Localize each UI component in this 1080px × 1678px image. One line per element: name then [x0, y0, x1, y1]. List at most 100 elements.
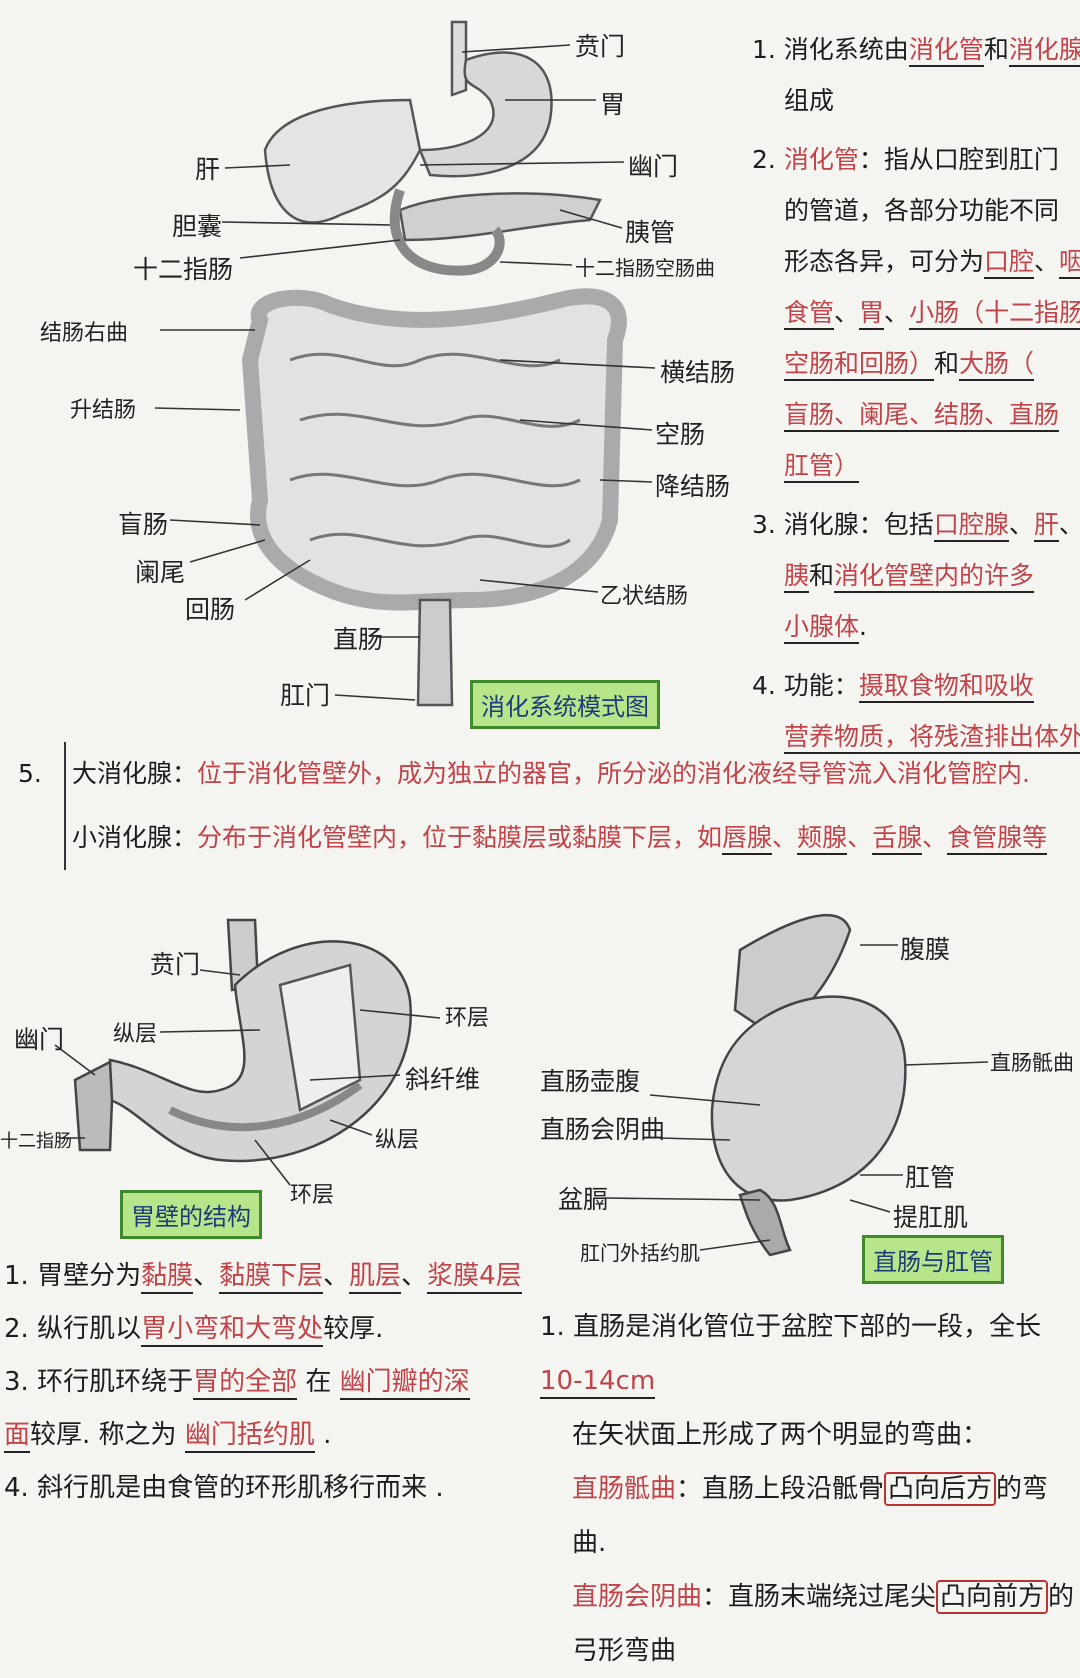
- note-text: 的管道，各部分功能不同: [784, 196, 1060, 225]
- note-text: 在矢状面上形成了两个明显的弯曲：: [572, 1420, 989, 1450]
- rectum-note-line: 1. 直肠是消化管位于盆腔下部的一段，全长 10-14cm: [540, 1300, 1080, 1408]
- rectum-note-line: 在矢状面上形成了两个明显的弯曲：: [540, 1408, 1080, 1462]
- duodenum-tube-shape: [73, 1060, 114, 1152]
- stomach-note-line: 面较厚. 称之为 幽门括约肌 .: [4, 1409, 522, 1462]
- label-descending-colon: 降结肠: [655, 472, 731, 501]
- highlighted-text: 胃的全部: [193, 1367, 298, 1400]
- label-circular-right: 环层: [445, 1006, 490, 1031]
- note-line: 3. 消化腺：包括口腔腺、肝、: [752, 499, 1080, 550]
- label-cardia: 贲门: [575, 32, 626, 61]
- note-item-2: 2. 消化管：指从口腔到肛门的管道，各部分功能不同形态各异，可分为口腔、咽食管、…: [752, 134, 1080, 491]
- stomach-diagram-caption: 胃壁的结构: [120, 1190, 262, 1239]
- note-text: 1. 胃壁分为: [4, 1261, 142, 1291]
- label-anal-canal: 肛管: [905, 1163, 956, 1192]
- note-line: 1. 消化系统由消化管和消化腺: [752, 24, 1080, 75]
- note-line: 2. 消化管：指从口腔到肛门: [752, 134, 1080, 185]
- rectum-shape: [416, 598, 454, 707]
- label-ileum: 回肠: [185, 595, 236, 624]
- rectum-notes: 1. 直肠是消化管位于盆腔下部的一段，全长 10-14cm 在矢状面上形成了两个明显…: [540, 1300, 1080, 1678]
- highlighted-text: 分布于消化管壁内，位于黏膜层或黏膜下层，如: [197, 823, 723, 852]
- label-transverse-colon: 横结肠: [660, 358, 736, 387]
- note-text: 、: [1034, 247, 1060, 276]
- stomach-note-line: 4. 斜行肌是由食管的环形肌移行而来 .: [4, 1462, 522, 1515]
- label-stomach-cardia: 贲门: [150, 950, 201, 979]
- highlighted-text: 消化腺: [1008, 35, 1080, 67]
- label-jejunum: 空肠: [655, 420, 706, 449]
- highlighted-text: 直肠骶曲: [572, 1474, 677, 1504]
- note-line: 4. 功能：摄取食物和吸收: [752, 660, 1080, 711]
- note-line: 胰和消化管壁内的许多: [752, 550, 1080, 601]
- highlighted-text: 盲肠、阑尾、结肠、直肠: [784, 400, 1060, 432]
- highlighted-text: 消化管壁内的许多: [834, 561, 1035, 593]
- highlighted-text: 咽: [1059, 247, 1080, 279]
- liver-shape: [263, 98, 422, 224]
- note-text: 和: [983, 35, 1009, 64]
- label-peritoneum: 腹膜: [900, 935, 951, 964]
- highlighted-text: 唇腺: [722, 823, 773, 855]
- highlighted-text: 幽门括约肌: [184, 1420, 315, 1453]
- label-pelvic-diaphragm: 盆膈: [558, 1185, 609, 1214]
- highlighted-text: 小肠（十二指肠、: [909, 298, 1080, 330]
- highlighted-text: 10-14cm: [540, 1366, 656, 1399]
- note-text: 1. 直肠是消化管位于盆腔下部的一段，全长: [540, 1312, 1042, 1342]
- label-pancreatic-duct: 胰管: [625, 218, 676, 247]
- note-text: 、: [1059, 510, 1080, 539]
- note-text: 小消化腺：: [72, 823, 198, 852]
- note-text: 和: [934, 349, 960, 378]
- highlighted-text: 胰: [784, 561, 810, 593]
- note-text: 4. 功能：: [752, 671, 859, 700]
- highlighted-text: 黏膜: [141, 1261, 194, 1294]
- digestive-system-drawing: [241, 20, 627, 707]
- note-item-4: 4. 功能：摄取食物和吸收营养物质，将残渣排出体外: [752, 660, 1080, 762]
- highlighted-text: 营养物质，将残渣排出体外: [784, 722, 1080, 754]
- gland-line: 大消化腺：位于消化管壁外，成为独立的器官，所分泌的消化液经导管流入消化管腔内.: [72, 742, 1080, 806]
- rectum-ampulla-shape: [710, 995, 907, 1202]
- label-external-sphincter: 肛门外括约肌: [580, 1241, 700, 1265]
- label-cecum: 盲肠: [118, 510, 169, 539]
- highlighted-text: 直肠会阴曲: [572, 1582, 703, 1612]
- highlighted-text: 口腔: [984, 247, 1035, 279]
- rectum-note-line: 直肠骶曲：直肠上段沿骶骨凸向后方的弯曲.: [540, 1462, 1080, 1570]
- highlighted-text: 、: [922, 823, 948, 852]
- note-line: 肛管）: [752, 440, 1080, 491]
- note-text: 3. 环行肌环绕于: [4, 1367, 194, 1397]
- highlighted-text: 肌层: [349, 1261, 402, 1294]
- highlighted-text: 食管腺等: [947, 823, 1048, 855]
- rectum-note-line: 直肠会阴曲：直肠末端绕过尾尖凸向前方的弓形弯曲: [540, 1570, 1080, 1678]
- note-line: 盲肠、阑尾、结肠、直肠: [752, 389, 1080, 440]
- label-pylorus: 幽门: [628, 152, 679, 181]
- esophagus-shape: [450, 20, 468, 97]
- note-text: 4. 斜行肌是由食管的环形肌移行而来 .: [4, 1473, 444, 1503]
- label-ampulla: 直肠壶腹: [540, 1067, 641, 1096]
- highlighted-text: 黏膜下层: [219, 1261, 324, 1294]
- highlighted-text: 位于消化管壁外，成为独立的器官，所分泌的消化液经导管流入消化管腔内.: [197, 759, 1030, 788]
- highlighted-text: 食管: [784, 298, 835, 330]
- label-circular-lower: 环层: [290, 1183, 335, 1208]
- label-anus: 肛门: [280, 681, 331, 710]
- note-text: 1. 消化系统由: [752, 35, 909, 64]
- label-sacral-flexure: 直肠骶曲: [990, 1051, 1074, 1075]
- note-text: 、: [884, 298, 910, 327]
- stomach-wall-drawing: [73, 918, 412, 1163]
- label-right-colic-flexure: 结肠右曲: [40, 321, 129, 346]
- note-text: 在: [297, 1367, 340, 1397]
- note-line: 的管道，各部分功能不同: [752, 185, 1080, 236]
- label-appendix: 阑尾: [135, 558, 186, 587]
- highlighted-text: 胃小弯和大弯处: [141, 1314, 324, 1347]
- stomach-note-line: 2. 纵行肌以胃小弯和大弯处较厚.: [4, 1303, 522, 1356]
- label-oblique-fibers: 斜纤维: [405, 1065, 481, 1094]
- label-longitudinal-outer: 纵层: [113, 1022, 158, 1047]
- muscle-layer-cutaway: [278, 963, 362, 1112]
- note-text: 、: [401, 1261, 428, 1291]
- note-text: 凸向前方: [936, 1580, 1049, 1614]
- note-text: 、: [834, 298, 860, 327]
- highlighted-text: 摄取食物和吸收: [858, 671, 1034, 703]
- colon-shape: [241, 288, 627, 611]
- stomach-shape: [418, 51, 553, 178]
- label-duodenum: 十二指肠: [133, 255, 234, 284]
- label-longitudinal-lower: 纵层: [375, 1128, 420, 1153]
- highlighted-text: 消化管: [908, 35, 984, 67]
- note-text: 凸向后方: [884, 1472, 997, 1506]
- label-rectum: 直肠: [333, 625, 384, 654]
